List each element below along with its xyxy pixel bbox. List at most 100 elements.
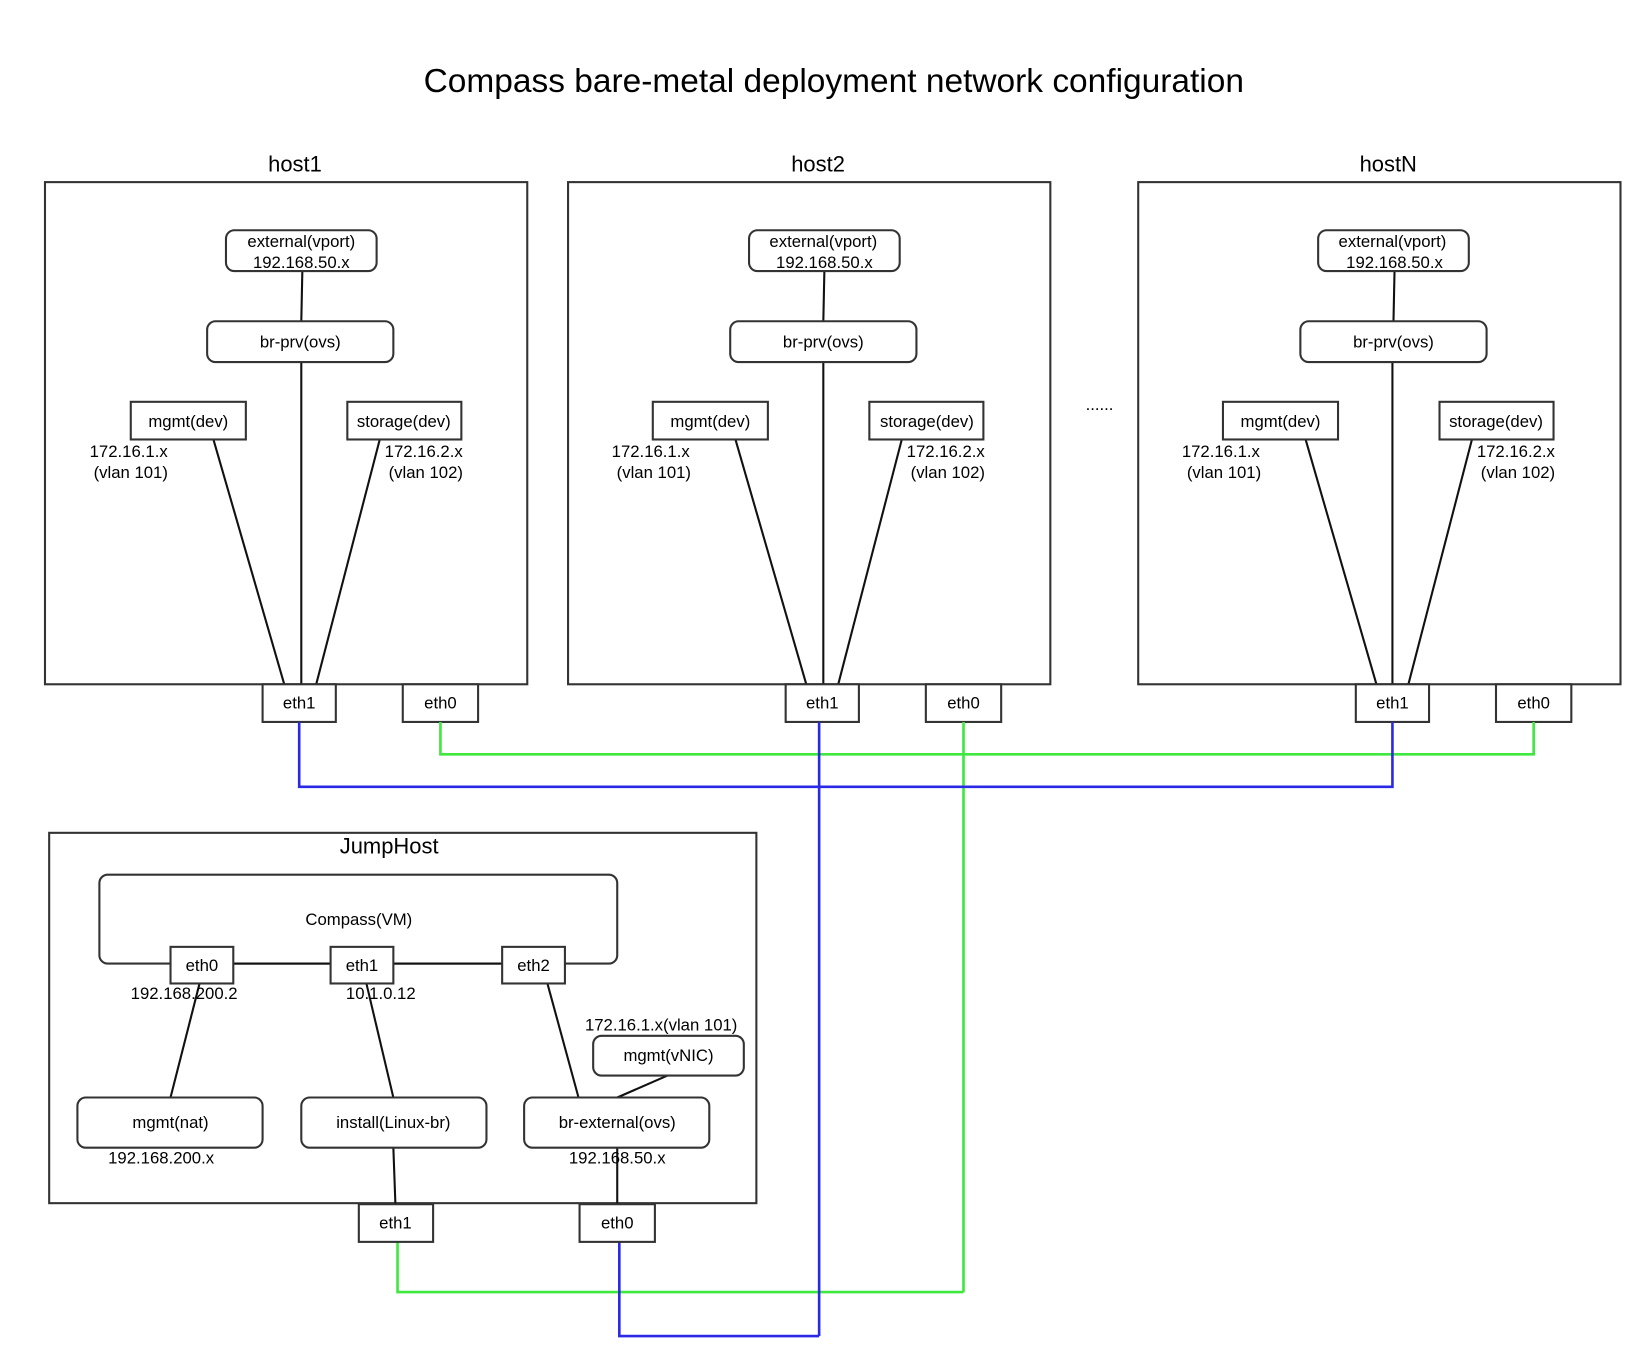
storage-ip: 172.16.2.x bbox=[1477, 442, 1556, 461]
external-vport-label: external(vport) bbox=[769, 232, 877, 251]
link-vport-bridge bbox=[1392, 271, 1396, 322]
storage-dev-node[interactable] bbox=[1438, 400, 1555, 441]
link-vm-eth0-mgmt-nat bbox=[169, 982, 201, 1098]
jumphost-eth1-port[interactable] bbox=[357, 1203, 435, 1243]
link-vm-eth2-br-external bbox=[546, 982, 580, 1098]
br-prv-node[interactable] bbox=[1299, 320, 1488, 364]
br-prv-node[interactable] bbox=[206, 320, 395, 364]
eth1-label: eth1 bbox=[283, 693, 316, 712]
hostN: hostN external(vport) 192.168.50.x br-pr… bbox=[1137, 152, 1622, 723]
storage-vlan: (vlan 102) bbox=[1481, 463, 1555, 482]
storage-dev-node[interactable] bbox=[868, 400, 985, 441]
external-vport-node[interactable] bbox=[224, 229, 378, 273]
jumphost-eth1-label: eth1 bbox=[379, 1213, 412, 1232]
jumphost-label: JumpHost bbox=[340, 834, 439, 859]
external-network-jumphost-link bbox=[618, 1240, 820, 1338]
link-install-eth1 bbox=[392, 1147, 397, 1206]
jumphost-eth0-label: eth0 bbox=[601, 1213, 634, 1232]
mgmt-vlan: (vlan 101) bbox=[1187, 463, 1261, 482]
mgmt-dev-label: mgmt(dev) bbox=[1241, 412, 1321, 431]
storage-dev-label: storage(dev) bbox=[1449, 412, 1543, 431]
vm-eth2-label: eth2 bbox=[517, 956, 550, 975]
jumphost: JumpHost Compass(VM) eth0 192.168.200.2 … bbox=[48, 831, 758, 1243]
eth1-port[interactable] bbox=[784, 683, 860, 723]
storage-dev-node[interactable] bbox=[346, 400, 463, 441]
br-external-node[interactable] bbox=[523, 1096, 711, 1149]
br-prv-label: br-prv(ovs) bbox=[783, 332, 864, 351]
install-network bbox=[396, 721, 1535, 1294]
link-vport-bridge bbox=[300, 271, 304, 322]
mgmt-ip: 172.16.1.x bbox=[1182, 442, 1261, 461]
mgmt-dev-label: mgmt(dev) bbox=[670, 412, 750, 431]
link-vport-bridge bbox=[822, 271, 826, 322]
link-vm-eth1-install bbox=[365, 982, 395, 1098]
br-external-ip: 192.168.50.x bbox=[569, 1148, 666, 1167]
external-vport-label: external(vport) bbox=[247, 232, 355, 251]
mgmt-vlan: (vlan 101) bbox=[617, 463, 691, 482]
storage-ip: 172.16.2.x bbox=[385, 442, 464, 461]
storage-vlan: (vlan 102) bbox=[911, 463, 985, 482]
storage-ip: 172.16.2.x bbox=[907, 442, 986, 461]
eth0-label: eth0 bbox=[424, 693, 457, 712]
external-network bbox=[297, 721, 1394, 1338]
br-prv-label: br-prv(ovs) bbox=[260, 332, 341, 351]
mgmt-dev-label: mgmt(dev) bbox=[148, 412, 228, 431]
vm-eth0-ip: 192.168.200.2 bbox=[131, 984, 238, 1003]
vm-eth0-label: eth0 bbox=[186, 956, 219, 975]
link-vnic-br-external bbox=[616, 1074, 668, 1099]
host2: host2 external(vport) 192.168.50.x br-pr… bbox=[567, 152, 1052, 723]
install-linux-br-node[interactable] bbox=[300, 1096, 488, 1149]
host1: host1 external(vport) 192.168.50.x br-pr… bbox=[43, 152, 529, 723]
br-external-label: br-external(ovs) bbox=[559, 1113, 676, 1132]
compass-vm-label: Compass(VM) bbox=[305, 910, 412, 929]
mgmt-ip: 172.16.1.x bbox=[612, 442, 691, 461]
link-mgmt-eth1 bbox=[212, 439, 286, 686]
vm-eth0-port[interactable] bbox=[169, 945, 235, 985]
storage-dev-label: storage(dev) bbox=[880, 412, 974, 431]
link-storage-eth1 bbox=[1407, 439, 1473, 686]
external-vport-ip: 192.168.50.x bbox=[253, 253, 350, 272]
eth1-label: eth1 bbox=[806, 693, 839, 712]
external-vport-ip: 192.168.50.x bbox=[776, 253, 873, 272]
link-mgmt-eth1 bbox=[1304, 439, 1378, 686]
storage-vlan: (vlan 102) bbox=[389, 463, 463, 482]
install-linux-br-label: install(Linux-br) bbox=[336, 1113, 450, 1132]
mgmt-vnic-node[interactable] bbox=[592, 1034, 745, 1077]
vm-eth1-ip: 10.1.0.12 bbox=[346, 984, 416, 1003]
link-storage-eth1 bbox=[314, 439, 381, 686]
external-vport-node[interactable] bbox=[748, 229, 901, 273]
link-storage-eth1 bbox=[836, 439, 903, 686]
mgmt-dev-node[interactable] bbox=[1221, 400, 1340, 441]
mgmt-nat-ip: 192.168.200.x bbox=[108, 1148, 215, 1167]
mgmt-dev-node[interactable] bbox=[651, 400, 769, 441]
external-vport-label: external(vport) bbox=[1339, 232, 1447, 251]
external-network-line bbox=[297, 721, 1394, 789]
mgmt-nat-label: mgmt(nat) bbox=[132, 1113, 208, 1132]
install-network-line bbox=[439, 721, 1535, 756]
mgmt-nat-node[interactable] bbox=[76, 1096, 264, 1149]
diagram-title: Compass bare-metal deployment network co… bbox=[424, 63, 1244, 100]
eth0-label: eth0 bbox=[1517, 693, 1550, 712]
vm-eth2-port[interactable] bbox=[501, 945, 566, 985]
vm-eth1-port[interactable] bbox=[329, 945, 395, 985]
mgmt-vlan: (vlan 101) bbox=[94, 463, 168, 482]
external-vport-ip: 192.168.50.x bbox=[1346, 253, 1443, 272]
more-hosts-ellipsis: ...... bbox=[1086, 395, 1114, 414]
external-vport-node[interactable] bbox=[1317, 229, 1470, 273]
host-label: host1 bbox=[268, 152, 322, 177]
jumphost-eth0-port[interactable] bbox=[578, 1203, 656, 1243]
mgmt-dev-node[interactable] bbox=[129, 400, 247, 441]
host-label: host2 bbox=[791, 152, 845, 177]
br-prv-node[interactable] bbox=[729, 320, 918, 364]
link-mgmt-eth1 bbox=[734, 439, 808, 686]
install-network-jumphost-link bbox=[396, 1240, 964, 1294]
storage-dev-label: storage(dev) bbox=[357, 412, 451, 431]
eth0-label: eth0 bbox=[947, 693, 980, 712]
host-label: hostN bbox=[1360, 152, 1417, 177]
mgmt-vnic-label: mgmt(vNIC) bbox=[623, 1046, 713, 1065]
br-prv-label: br-prv(ovs) bbox=[1353, 332, 1434, 351]
eth1-label: eth1 bbox=[1376, 693, 1409, 712]
vm-eth1-label: eth1 bbox=[346, 956, 379, 975]
mgmt-vnic-ip: 172.16.1.x(vlan 101) bbox=[585, 1016, 737, 1035]
